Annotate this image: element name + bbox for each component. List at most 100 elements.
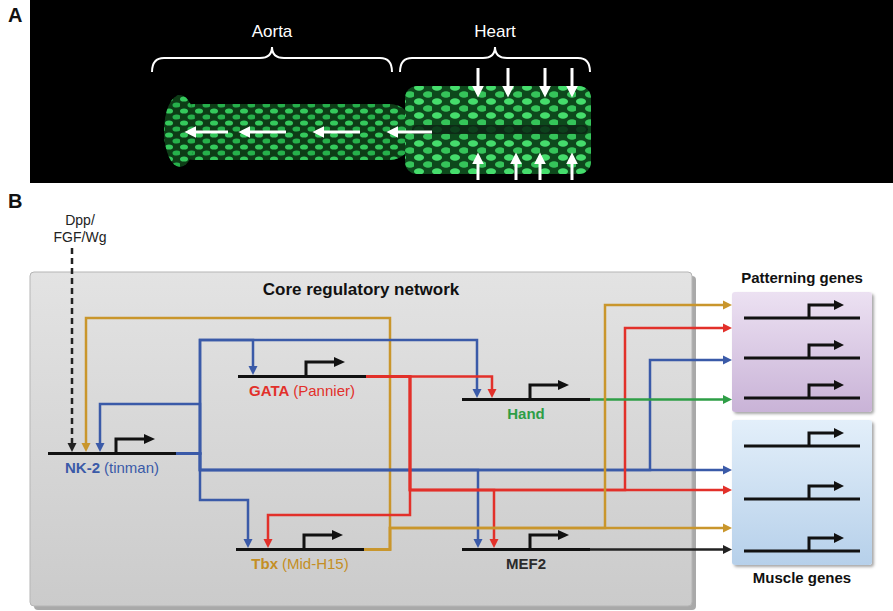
gene-label: GATA(Pannier) <box>238 378 366 400</box>
gene-label: Hand <box>462 401 590 423</box>
regulatory-line <box>176 454 723 471</box>
arrowhead <box>723 545 732 554</box>
arrowhead <box>490 539 499 548</box>
promoter-arrow <box>300 530 346 549</box>
promoter-arrowhead <box>144 434 155 444</box>
promoter-arrow <box>302 357 348 376</box>
region-label: Aorta <box>252 22 293 42</box>
panel-letter: A <box>8 4 22 27</box>
gene-name: Tbx <box>251 555 278 573</box>
promoter-arrowhead <box>834 340 844 350</box>
gene-line <box>744 397 860 400</box>
regulatory-arrow <box>264 377 411 549</box>
gene-label: Tbx(Mid-H15) <box>236 551 364 573</box>
regulatory-arrow <box>176 356 732 471</box>
regulatory-line <box>176 340 477 454</box>
gene-name: Hand <box>507 405 545 423</box>
regulatory-arrow <box>590 395 732 404</box>
promoter-arrow <box>809 486 835 499</box>
gene-node: MEF2 <box>462 548 590 573</box>
promoter-arrow <box>809 345 835 358</box>
inflow-arrow <box>477 68 480 94</box>
regulatory-line <box>364 528 723 550</box>
regulatory-line <box>176 340 253 454</box>
gene-alias: (Pannier) <box>293 382 355 400</box>
arrowhead <box>723 324 732 333</box>
flow-arrow <box>390 131 432 134</box>
gene-set-box <box>732 420 872 565</box>
promoter-arrow <box>809 385 835 398</box>
arrowhead <box>82 443 91 452</box>
promoter-arrow <box>112 434 158 453</box>
section-heading: Muscle genes <box>732 568 872 588</box>
promoter-arrowhead <box>334 357 345 367</box>
target-gene-symbols <box>732 292 872 412</box>
aorta-brace <box>152 47 392 72</box>
regulatory-arrow <box>590 545 732 554</box>
gene-node: Hand <box>462 398 590 423</box>
promoter-arrowhead <box>834 300 844 310</box>
signal-text: Dpp/ FGF/Wg <box>46 212 114 246</box>
promoter-arrowhead <box>558 380 569 390</box>
promoter-arrow <box>809 433 835 446</box>
regulatory-arrow <box>68 248 77 452</box>
regulatory-arrow <box>366 377 497 399</box>
inflow-arrow <box>477 156 480 180</box>
gene-name: MEF2 <box>506 555 546 573</box>
flow-arrows <box>188 68 572 180</box>
inflow-arrow <box>539 156 542 180</box>
heart-tube <box>405 86 591 174</box>
regulatory-line <box>100 404 200 454</box>
promoter-arrow-line <box>530 385 559 400</box>
heart-lumen <box>412 125 588 134</box>
gene-name: NK-2 <box>65 459 100 477</box>
regulatory-arrow <box>366 377 499 549</box>
dorsal-vessel <box>164 86 591 174</box>
aorta-tube <box>172 104 412 160</box>
regulatory-arrow <box>176 340 482 454</box>
regulatory-arrow <box>96 404 201 454</box>
promoter-arrow <box>526 380 572 399</box>
gene-line <box>744 445 860 448</box>
promoter-arrowhead <box>834 428 844 438</box>
regulatory-arrow <box>176 454 732 475</box>
arrowhead <box>96 443 105 452</box>
arrowhead <box>244 539 253 548</box>
flow-arrow <box>242 131 286 134</box>
inflow-arrow <box>515 156 518 180</box>
gene-alias: (tinman) <box>104 459 159 477</box>
gene-line <box>744 317 860 320</box>
inflow-arrow <box>544 68 547 94</box>
regulatory-arrow <box>366 377 732 495</box>
gene-node: NK-2(tinman) <box>48 452 176 477</box>
promoter-arrow-line <box>530 535 559 550</box>
arrowhead <box>723 356 732 365</box>
region-label: Heart <box>474 22 516 42</box>
regulatory-line <box>176 360 723 470</box>
section-heading: Patterning genes <box>732 268 872 288</box>
region-braces <box>152 47 590 72</box>
regulatory-line <box>366 377 492 390</box>
panel-letter: B <box>8 190 22 213</box>
promoter-arrowhead <box>834 481 844 491</box>
gene-line <box>744 357 860 360</box>
network-panel-ground <box>30 272 692 606</box>
regulatory-line <box>366 328 723 490</box>
regulatory-line <box>176 454 478 540</box>
heart-cells <box>405 86 591 174</box>
promoter-arrow <box>526 530 572 549</box>
arrowhead <box>68 443 77 452</box>
gene-line <box>744 498 860 501</box>
gene-node: Tbx(Mid-H15) <box>236 548 364 573</box>
promoter-arrowhead <box>558 530 569 540</box>
regulatory-line <box>364 305 723 550</box>
target-gene-box: Patterning genes <box>732 268 872 412</box>
inflow-arrow <box>571 156 574 180</box>
promoter-arrow-line <box>116 439 145 454</box>
gene-line <box>744 550 860 553</box>
inflow-arrow <box>571 68 574 94</box>
arrowhead <box>473 389 482 398</box>
arrowhead <box>723 524 732 533</box>
regulatory-arrow <box>176 340 258 454</box>
